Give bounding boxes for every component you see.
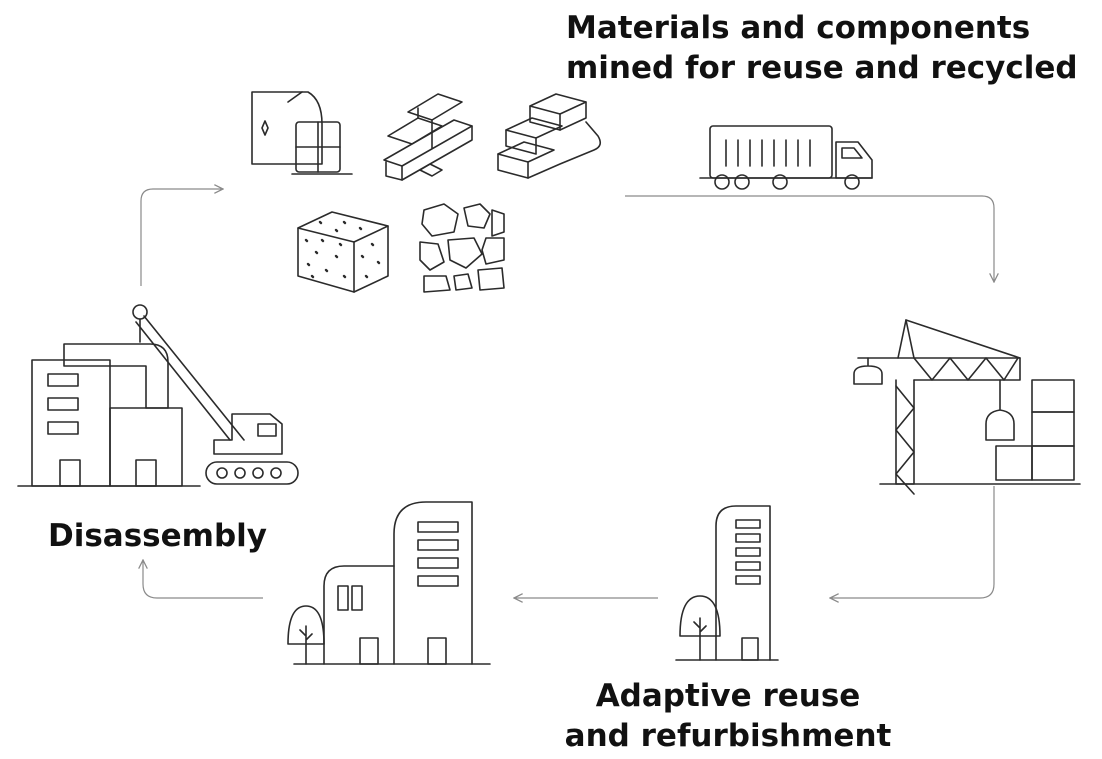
materials-label: Materials and components mined for reuse… (566, 8, 1078, 88)
adaptive-label-line2: and refurbishment (564, 718, 892, 754)
refurbished-building-icon (675, 505, 779, 661)
office-building-icon (287, 501, 491, 665)
adaptive-label-line1: Adaptive reuse (595, 678, 861, 714)
window-panel-icon (251, 91, 353, 175)
stones-icon (419, 203, 505, 293)
disassembly-label: Disassembly (48, 518, 267, 554)
arrow-disassembly-to-materials (140, 189, 223, 286)
arrow-materials-to-construction (625, 195, 994, 282)
arrow-construction-to-refurb (830, 486, 995, 598)
materials-label-line2: mined for reuse and recycled (566, 50, 1078, 86)
steel-beams-icon (383, 93, 473, 181)
concrete-block-icon (297, 211, 389, 293)
bricks-icon (497, 93, 602, 179)
adaptive-reuse-label: Adaptive reuse and refurbishment (548, 676, 908, 756)
arrow-building-to-disassembly (143, 560, 263, 599)
truck-icon (699, 125, 873, 190)
demolition-crane-icon (17, 304, 299, 487)
materials-label-line1: Materials and components (566, 10, 1031, 46)
crane-construction-icon (853, 319, 1081, 495)
